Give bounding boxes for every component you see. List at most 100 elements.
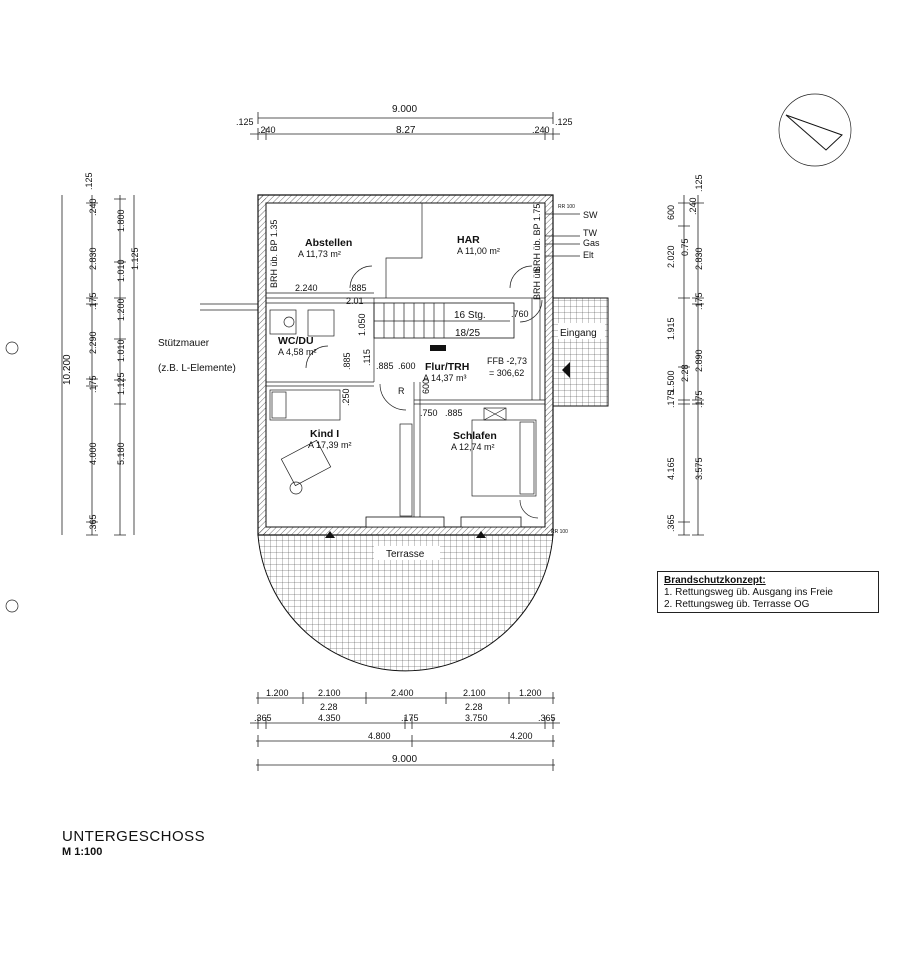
wall-label-brh-har: BRH üb. BP 1.75 [532, 204, 542, 272]
ffb-value: = 306,62 [489, 368, 524, 378]
interior-dim-b: .885 [349, 283, 367, 293]
terrace-area: Terrasse [257, 531, 554, 672]
interior-dim-j: .250 [341, 388, 351, 406]
dim-right-b-2: 0.75 [680, 238, 690, 256]
ffb-label: FFB -2,73 [487, 356, 527, 366]
utility-sw: SW [583, 210, 598, 220]
retaining-wall-line1: Stützmauer [158, 338, 210, 349]
interior-dim-f: .115 [362, 349, 372, 366]
dim-top-left-b: .240 [258, 125, 276, 135]
dim-right-b-4: .175 [694, 292, 704, 310]
dim-left-b-0: .125 [84, 172, 94, 190]
dim-top-overall: 9.000 [392, 104, 417, 115]
dim-bottom-r3-1: 4.350 [318, 713, 341, 723]
interior-dim-k: 600 [421, 379, 431, 394]
room-wc-name: WC/DU [278, 335, 314, 347]
dim-bottom-r1-1: 2.100 [318, 688, 341, 698]
dim-top-right-b: .240 [532, 125, 550, 135]
page-title: UNTERGESCHOSS [62, 828, 206, 845]
retaining-wall: Stützmauer (z.B. L-Elemente) [158, 303, 258, 374]
interior-dim-m: .885 [445, 408, 463, 418]
dim-right-a-2: 1.915 [666, 317, 676, 340]
wall-labels: BRH üb. BP 1.35 BRH üb. BP 1.75 BRH üb. … [269, 204, 575, 535]
room-schlafen-area: A 12,74 m² [451, 442, 495, 452]
fire-safety-notes: Brandschutzkonzept: 1. Rettungsweg üb. A… [657, 571, 879, 613]
dim-right-a-0: .240 [688, 197, 698, 215]
dim-bottom-r2-1: 2.28 [465, 702, 483, 712]
dim-left-b-4: 1.010 [116, 339, 126, 362]
dim-left-a-3: 2.290 [88, 331, 98, 354]
dims-left: 10.200 .240 2.830 .175 2.290 .175 4.000 … [61, 172, 140, 536]
window-schlafen [460, 516, 522, 528]
dim-left-a-6: .365 [88, 514, 98, 532]
dim-left-c-0: 1.125 [130, 247, 140, 270]
stair-ratio: 18/25 [455, 328, 480, 339]
dim-right-b-0: .125 [694, 174, 704, 192]
dim-left-b-1: 1.800 [116, 209, 126, 232]
dim-bottom-r4-1: 4.200 [510, 731, 533, 741]
room-terrasse-name: Terrasse [386, 549, 425, 560]
retaining-wall-line2: (z.B. L-Elemente) [158, 363, 236, 374]
dim-right-b-5: 2.28 [680, 364, 690, 382]
punch-hole-icon [5, 341, 19, 355]
dim-right-a-4: .175 [666, 390, 676, 408]
stair-landing-mark [430, 345, 446, 351]
dim-bottom-r5-0: 9.000 [392, 754, 417, 765]
staircase: 16 Stg. 18/25 [373, 302, 515, 351]
dim-bottom-r1-2: 2.400 [391, 688, 414, 698]
dim-bottom-r1-3: 2.100 [463, 688, 486, 698]
room-har-name: HAR [457, 234, 480, 246]
dim-right-a-3: 1.500 [666, 370, 676, 393]
room-flur-name: Flur/TRH [425, 361, 469, 373]
interior-dim-g: .885 [376, 361, 394, 371]
dim-left-a-5: 4.000 [88, 442, 98, 465]
wall-label-brh-right: BRH üb. [532, 266, 542, 300]
notes-heading: Brandschutzkonzept: [664, 575, 766, 586]
dim-top-left-a: .125 [236, 117, 254, 127]
rr-label-top: RR 100 [558, 204, 575, 210]
interior-dim-l: .750 [420, 408, 438, 418]
interior-dim-c: 2.01 [346, 296, 364, 306]
dim-right-b-7: .175 [694, 390, 704, 408]
dim-right-b-6: 2.890 [694, 349, 704, 372]
entrance-area: Eingang [552, 297, 609, 407]
interior-dim-d: 1.050 [357, 313, 367, 336]
room-schlafen-name: Schlafen [453, 430, 497, 442]
interior-dim-a: 2.240 [295, 283, 318, 293]
rr-label-bottom: RR 100 [551, 529, 568, 535]
punch-hole-icon-2 [5, 599, 19, 613]
room-eingang-name: Eingang [560, 328, 597, 339]
utility-tw: TW [583, 228, 597, 238]
dim-right-a-6: .365 [666, 514, 676, 532]
room-flur-area: A 14,37 m³ [423, 373, 467, 383]
room-abstellen-name: Abstellen [305, 237, 352, 249]
dim-right-a-5: 4.165 [666, 457, 676, 480]
doors: R [305, 265, 543, 519]
dim-right-b-8: 3.575 [694, 457, 704, 480]
dim-bottom-r2-0: 2.28 [320, 702, 338, 712]
room-abstellen-area: A 11,73 m² [298, 249, 341, 259]
dim-left-b-5: 1.125 [116, 372, 126, 395]
terrace-arrow-icon-2 [476, 531, 486, 538]
room-kind-area: A 17,39 m² [308, 440, 352, 450]
dim-bottom-r3-3: 3.750 [465, 713, 488, 723]
room-har-area: A 11,00 m² [457, 246, 500, 256]
dim-top-inner: 8.27 [396, 125, 416, 136]
dim-left-b-6: 5.180 [116, 442, 126, 465]
furniture [269, 309, 537, 517]
entrance-arrow-icon [562, 362, 570, 378]
window-kind [365, 516, 445, 528]
wall-label-brh-left: BRH üb. BP 1.35 [269, 220, 279, 288]
dim-top-right-a: .125 [555, 117, 573, 127]
utility-gas: Gas [583, 238, 600, 248]
dim-left-a-2: .175 [88, 292, 98, 310]
dim-right-a-1: 2.020 [666, 245, 676, 268]
building-walls [257, 194, 554, 536]
dim-bottom-r3-2: .175 [401, 713, 419, 723]
dim-bottom-r4-0: 4.800 [368, 731, 391, 741]
dim-left-outer: 10.200 [62, 354, 73, 385]
room-wc-area: A 4,58 m² [278, 347, 317, 357]
notes-item-2: 2. Rettungsweg üb. Terrasse OG [664, 599, 810, 610]
stair-steps: 16 Stg. [454, 310, 486, 321]
dim-bottom-r3-4: .365 [538, 713, 556, 723]
